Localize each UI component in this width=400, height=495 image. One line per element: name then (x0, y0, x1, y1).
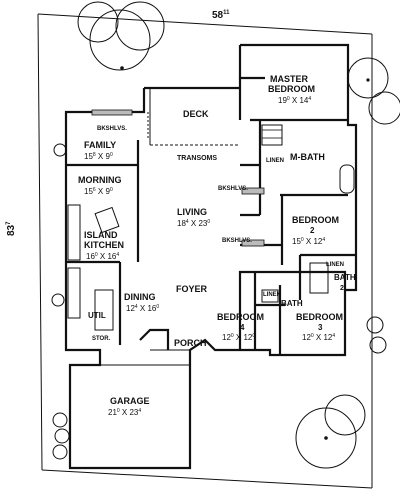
room-name: BEDROOM (268, 84, 315, 94)
room-number: 3 (318, 323, 323, 332)
room-size: 190 X 144 (278, 96, 311, 105)
room-size: 120 X 124 (302, 333, 335, 342)
tree-icon (295, 394, 366, 469)
tree-icon (347, 57, 400, 125)
room-name: KITCHEN (84, 240, 124, 250)
room-size: 150 X 124 (292, 237, 325, 246)
tree-icon (77, 1, 165, 71)
room-island-kitchen: ISLAND KITCHEN 160 X 164 (84, 230, 124, 261)
room-bedroom-4: BEDROOM 4 120 X 120 (217, 312, 264, 342)
room-bath-2: BATH 2 (334, 273, 356, 292)
bkshlvs-label: BKSHLVS. (97, 126, 127, 132)
room-bedroom-2: BEDROOM 2 150 X 124 (292, 215, 339, 246)
room-number: 2 (310, 226, 315, 235)
linen-label: LINEN (266, 158, 284, 164)
room-foyer: FOYER (176, 284, 208, 294)
linen-label: LINEN (263, 292, 281, 298)
room-m-bath: M-BATH (290, 152, 325, 162)
linen-label: LINEN (326, 262, 344, 268)
interior-walls (66, 118, 356, 355)
overall-dimensions: 5811 837 (6, 10, 373, 489)
room-size: 160 X 164 (86, 252, 119, 261)
room-util: UTIL (88, 311, 106, 320)
room-name: GARAGE (110, 396, 150, 406)
room-name: BEDROOM (217, 312, 264, 322)
kitchen-counters (67, 204, 120, 331)
room-name: BEDROOM (296, 312, 343, 322)
room-bedroom-3: BEDROOM 3 120 X 124 (296, 312, 343, 342)
room-size: 156 X 90 (84, 187, 113, 196)
room-size: 120 X 120 (222, 333, 255, 342)
room-name: MORNING (78, 175, 122, 185)
bath-fixtures (261, 124, 355, 303)
room-stor: STOR. (92, 336, 111, 342)
deck-railing (147, 88, 240, 146)
room-bath: BATH (281, 299, 303, 308)
transoms-label: TRANSOMS (177, 155, 217, 162)
room-size: 210 X 234 (108, 408, 141, 417)
room-porch: PORCH (174, 338, 207, 348)
room-name: MASTER (270, 74, 309, 84)
room-name: ISLAND (84, 230, 118, 240)
room-living: LIVING 184 X 230 (177, 207, 210, 228)
room-family: FAMILY 158 X 90 (84, 140, 116, 161)
room-garage: GARAGE 210 X 234 (108, 396, 150, 417)
overall-width: 5811 (212, 10, 230, 21)
room-size: 158 X 90 (84, 152, 113, 161)
room-size: 124 X 160 (126, 304, 159, 313)
room-name: FAMILY (84, 140, 116, 150)
room-name: LIVING (177, 207, 207, 217)
room-size: 184 X 230 (177, 219, 210, 228)
room-deck: DECK (183, 109, 209, 119)
bookshelves (91, 109, 265, 247)
room-number: 2 (340, 285, 344, 292)
room-name: BATH (334, 273, 356, 282)
room-morning: MORNING 156 X 90 (78, 175, 122, 196)
bkshlvs-label: BKSHLVS. (218, 186, 248, 192)
bkshlvs-label: BKSHLVS. (222, 238, 252, 244)
overall-depth: 837 (6, 221, 17, 236)
room-name: BEDROOM (292, 215, 339, 225)
garage-outline (70, 349, 190, 366)
room-name: DINING (124, 292, 156, 302)
room-number: 4 (240, 323, 245, 332)
room-dining: DINING 124 X 160 (124, 292, 159, 313)
room-master-bedroom: MASTER BEDROOM 190 X 144 (268, 74, 315, 105)
